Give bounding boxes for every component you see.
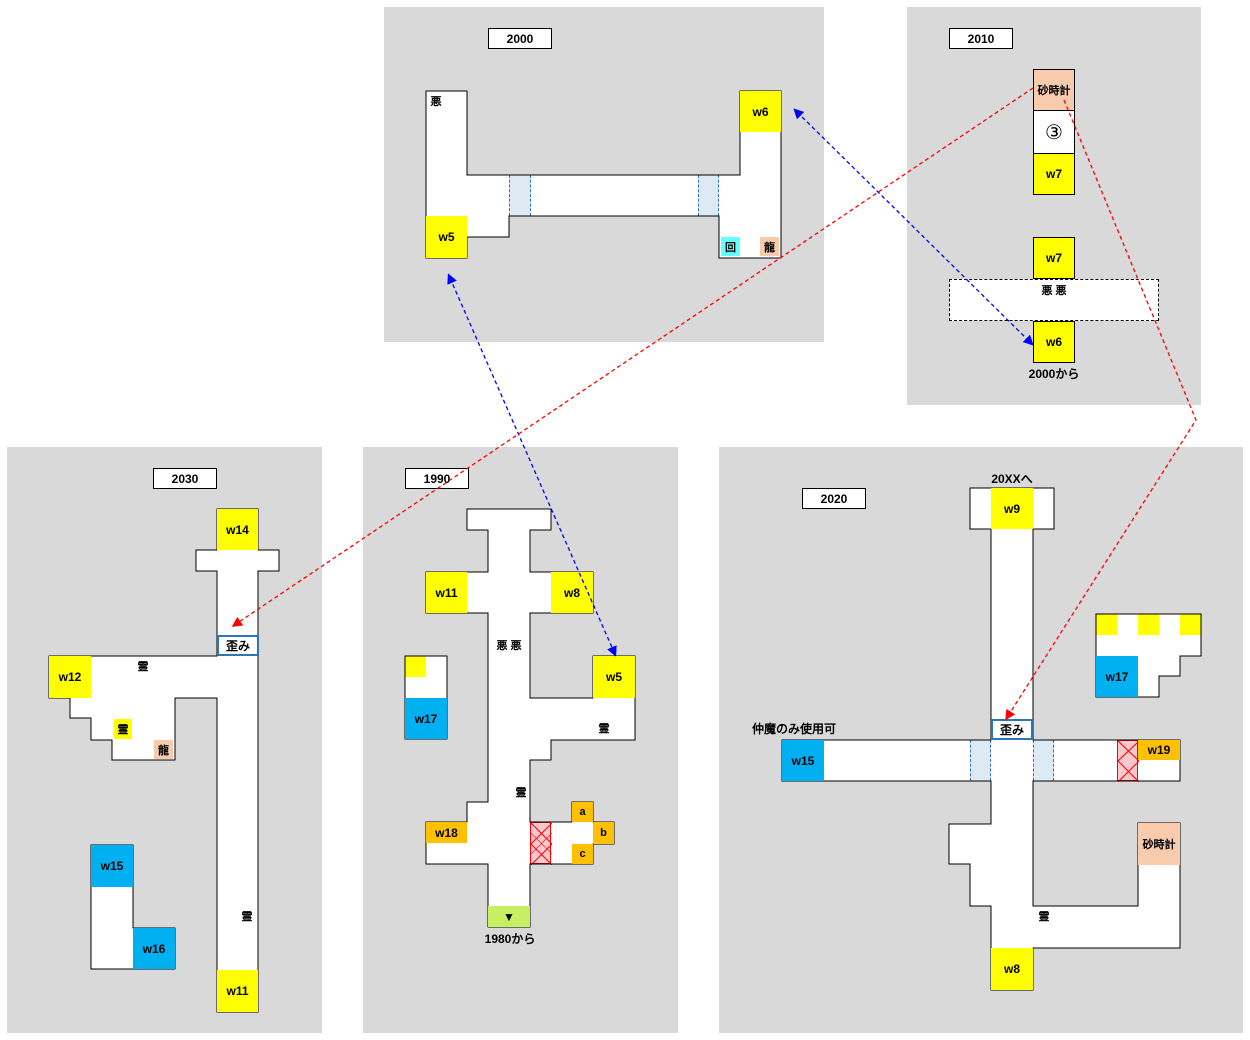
map-corridor [530,698,635,740]
map-corridor [467,802,488,822]
year-label: 2030 [153,468,217,489]
warp-w17[interactable]: w17 [1096,656,1138,697]
map-corridor [70,698,175,718]
warp-w18[interactable]: w18 [426,822,467,843]
entry-arrow[interactable]: ▼ [488,906,530,927]
evil-marker: 悪 悪 [1041,285,1067,297]
passage-gate [698,175,719,216]
passage-gate [1033,740,1054,781]
blocked-tile [1117,740,1139,782]
small-warp-tile [405,656,426,677]
tile-c: c [572,844,593,864]
warp-w16[interactable]: w16 [133,928,175,969]
warp-w5[interactable]: w5 [426,216,467,258]
small-warp-tile [1138,614,1159,635]
spirit-marker: 霊 [241,911,253,923]
map-corridor [217,509,258,1012]
year-label: 1990 [405,468,469,489]
tile-b: b [593,822,614,844]
map-corridor [467,509,551,530]
spirit-marker: 霊 [1038,911,1050,923]
warp-w11[interactable]: w11 [217,970,258,1012]
warp-w11[interactable]: w11 [426,572,467,613]
warp-w6[interactable]: w6 [740,91,781,132]
blocked-tile [530,822,552,865]
warp-w7[interactable]: w7 [1033,237,1075,279]
spirit-marker: 霊 [137,661,149,673]
warp-w8[interactable]: w8 [551,572,593,613]
warp-w8[interactable]: w8 [991,948,1033,990]
distortion-tile[interactable]: 歪み [217,635,259,656]
map-corridor [949,824,991,864]
map-corridor [530,740,551,760]
recovery-point: 回 [721,237,740,256]
map-corridor [572,822,593,844]
tile-a: a [572,802,593,822]
spirit-marker: 霊 [515,787,527,799]
warp-w6[interactable]: w6 [1033,321,1075,363]
year-label: 2010 [949,28,1013,49]
map-corridor [91,718,175,740]
hourglass-tile: 砂時計 [1138,823,1180,865]
year-label: 2020 [802,488,866,509]
evil-marker: 悪 悪 [496,640,522,652]
passage-gate [509,175,531,216]
cross-hatch-icon [1118,741,1139,782]
small-warp-tile [1096,614,1117,635]
warp-w5[interactable]: w5 [593,656,635,698]
warp-w19[interactable]: w19 [1138,740,1180,760]
warp-w9[interactable]: w9 [991,488,1033,529]
warp-w14[interactable]: w14 [217,509,258,550]
cross-hatch-icon [531,823,552,865]
warp-w15[interactable]: w15 [782,740,824,781]
dragon-marker: 龍 [760,237,779,256]
warp-w12[interactable]: w12 [49,656,91,698]
note-label: 仲魔のみ使用可 [751,721,836,736]
from-label: 2000から [1028,366,1080,381]
spirit-marker: 霊 [598,723,610,735]
from-label: 1980から [484,931,536,946]
year-label: 2000 [488,28,552,49]
map-corridor [196,550,279,571]
circled-three: ③ [1045,121,1063,144]
spirit-marker: 霊 [114,719,132,739]
small-warp-tile [1180,614,1201,635]
warp-w7[interactable]: w7 [1033,153,1075,195]
warp-w15[interactable]: w15 [91,845,133,887]
map-corridor [467,216,509,237]
to-label: 20XXへ [991,471,1033,486]
hourglass-tile: 砂時計 [1033,69,1075,111]
warp-w17[interactable]: w17 [405,698,447,739]
map-corridor [970,864,991,906]
distortion-tile[interactable]: 歪み [991,719,1033,740]
dragon-marker: 龍 [154,740,173,759]
passage-gate [970,740,991,781]
evil-marker: 悪 [430,96,442,108]
